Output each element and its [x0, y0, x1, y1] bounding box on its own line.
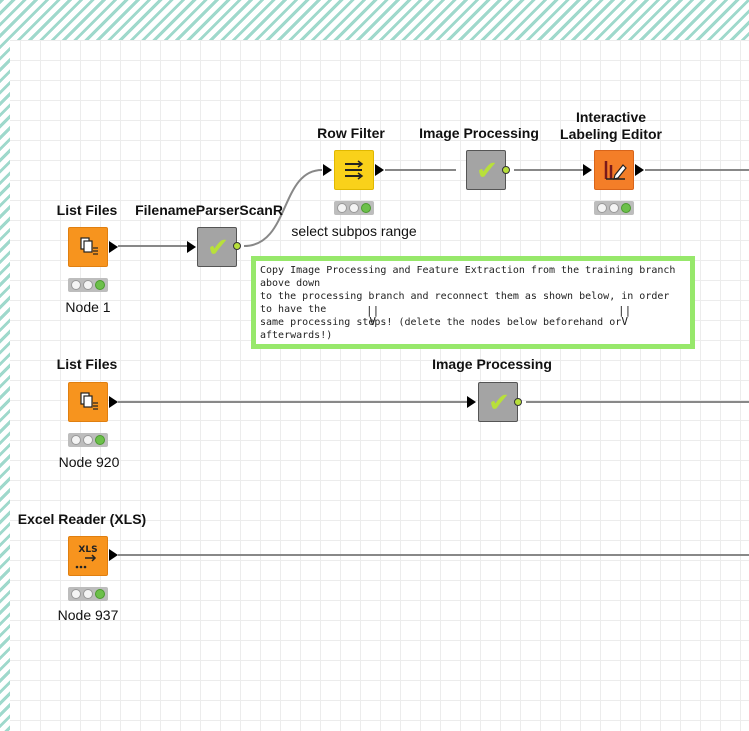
filter-icon — [345, 160, 364, 180]
annotation-line: same processing steps! (delete the nodes… — [260, 317, 622, 341]
arrow-head: V — [621, 315, 628, 328]
row-filter-node[interactable] — [334, 150, 374, 190]
list-files-node-1[interactable] — [68, 227, 108, 267]
labeling-editor-node[interactable] — [594, 150, 634, 190]
checkmark-icon: ✔ — [488, 388, 510, 418]
node-label-1[interactable]: Node 1 — [65, 299, 111, 315]
down-arrow-right: || V — [618, 305, 631, 327]
node-title-line: Interactive — [575, 109, 647, 125]
node-title-list-files-1: List Files — [56, 202, 118, 218]
annotation-line: to the processing branch and reconnect t… — [260, 291, 670, 315]
node-title-line: Labeling Editor — [560, 126, 662, 142]
out-port[interactable] — [233, 242, 241, 250]
node-label-row-filter[interactable]: select subpos range — [291, 223, 417, 239]
image-processing-metanode-2[interactable]: ✔ — [478, 382, 518, 422]
node-title-image-processing-1: Image Processing — [419, 125, 539, 141]
node-title-row-filter: Row Filter — [317, 125, 385, 141]
arrow-head: V — [369, 315, 376, 328]
xls-icon-text: XLS — [78, 545, 97, 555]
list-files-node-920[interactable] — [68, 382, 108, 422]
status-indicator — [68, 278, 108, 292]
node-title-labeling-editor: Interactive Labeling Editor — [560, 109, 662, 143]
top-hatch-border — [0, 0, 749, 40]
excel-reader-node[interactable]: XLS — [68, 536, 108, 576]
node-label-920[interactable]: Node 920 — [58, 454, 120, 470]
in-port[interactable] — [467, 396, 476, 408]
in-port[interactable] — [187, 241, 196, 253]
file-list-icon — [80, 392, 98, 410]
node-title-excel-reader: Excel Reader (XLS) — [17, 511, 147, 527]
node-title-filename-parser: FilenameParserScanR — [135, 202, 283, 218]
checkmark-icon: ✔ — [476, 156, 498, 186]
out-port[interactable] — [109, 549, 118, 561]
status-indicator — [68, 433, 108, 447]
left-hatch-border — [0, 0, 10, 731]
node-title-list-files-2: List Files — [56, 356, 118, 372]
connection-parser-to-rowfilter — [243, 169, 323, 247]
in-port[interactable] — [583, 164, 592, 176]
status-indicator — [594, 201, 634, 215]
status-indicator — [68, 587, 108, 601]
image-processing-metanode-1[interactable]: ✔ — [466, 150, 506, 190]
checkmark-icon: ✔ — [207, 233, 229, 263]
workflow-annotation[interactable]: Copy Image Processing and Feature Extrac… — [251, 256, 695, 349]
out-port[interactable] — [514, 398, 522, 406]
arrow-shaft: || — [618, 304, 632, 317]
out-port[interactable] — [375, 164, 384, 176]
xls-icon: XLS — [75, 545, 98, 569]
out-port[interactable] — [502, 166, 510, 174]
status-indicator — [334, 201, 374, 215]
file-list-icon — [80, 237, 98, 255]
pencil-icon — [604, 161, 627, 180]
arrow-shaft: || — [366, 304, 380, 317]
node-label-937[interactable]: Node 937 — [57, 607, 119, 623]
node-title-image-processing-2: Image Processing — [432, 356, 552, 372]
in-port[interactable] — [323, 164, 332, 176]
out-port[interactable] — [635, 164, 644, 176]
out-port[interactable] — [109, 396, 118, 408]
filename-parser-metanode[interactable]: ✔ — [197, 227, 237, 267]
down-arrow-left: || V — [366, 305, 379, 327]
out-port[interactable] — [109, 241, 118, 253]
annotation-line: Copy Image Processing and Feature Extrac… — [260, 265, 676, 289]
